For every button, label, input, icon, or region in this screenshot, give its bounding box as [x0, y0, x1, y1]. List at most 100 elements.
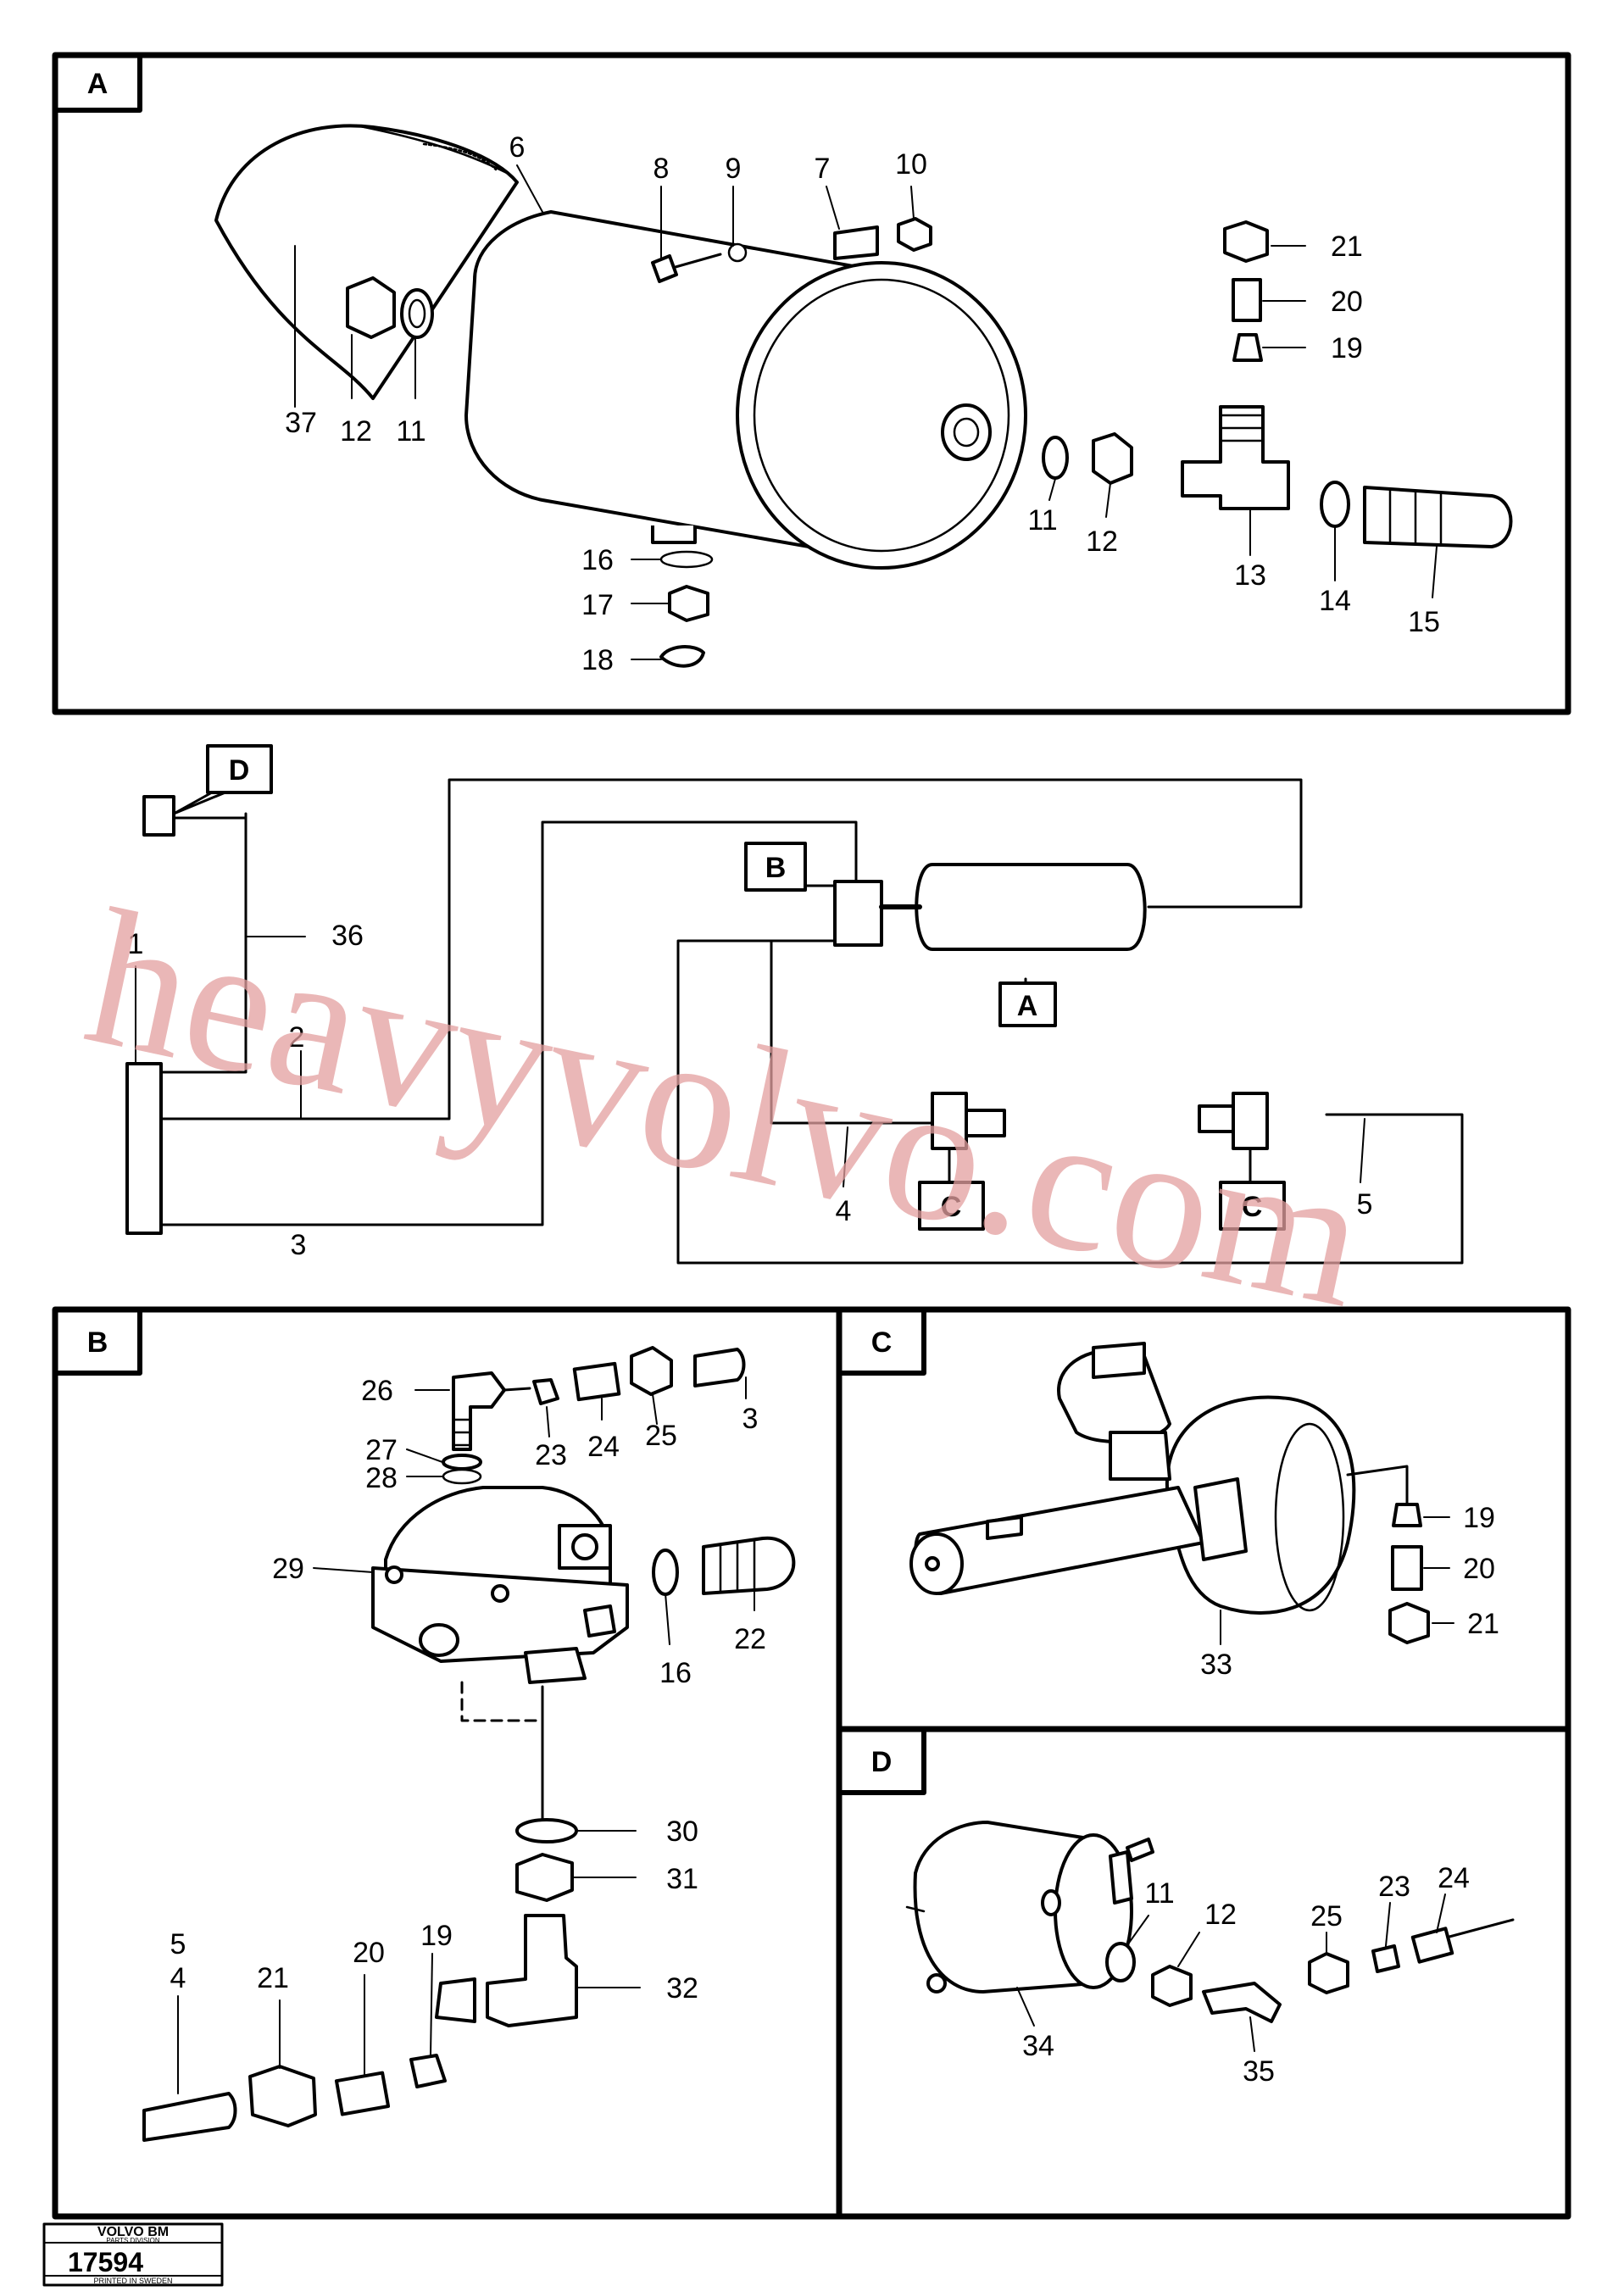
callout-26: 26 — [361, 1375, 393, 1407]
b-nut-25 — [630, 1346, 673, 1396]
schematic-tag-c2: C — [1242, 1191, 1263, 1223]
b-olive — [532, 1378, 559, 1405]
drain-washer — [659, 550, 714, 569]
callout-35: 35 — [1243, 2055, 1275, 2088]
right-fittings-row — [1042, 405, 1513, 548]
callout-11-right: 11 — [1027, 504, 1057, 537]
callout-21-b: 21 — [257, 1962, 289, 1994]
callout-1: 1 — [128, 928, 144, 960]
callout-9: 9 — [726, 153, 742, 185]
callout-2: 2 — [289, 1021, 305, 1054]
b-nut-21 — [248, 2065, 317, 2127]
callout-16-b: 16 — [659, 1657, 692, 1689]
bolt — [651, 253, 722, 283]
detail-a-callouts: 37 12 11 6 8 9 7 10 21 20 19 11 12 13 14… — [285, 131, 1440, 676]
nut — [897, 217, 932, 252]
left-nut-and-washer — [346, 276, 434, 339]
callout-22: 22 — [734, 1623, 766, 1655]
tank-guard-cover — [214, 124, 519, 400]
callout-7: 7 — [815, 153, 831, 185]
b-pipe-3 — [693, 1348, 746, 1387]
d-washer-11 — [1105, 1942, 1136, 1982]
schematic-callouts: 1 36 2 3 4 5 — [128, 920, 1373, 1261]
detail-b-panel: B — [52, 1306, 843, 2220]
drain-valve — [668, 585, 709, 622]
b-washer-30 — [515, 1818, 578, 1843]
volvo-bm-stamp: VOLVO BM PARTS DIVISION 17594 PRINTED IN… — [42, 2222, 224, 2287]
schematic-leaders — [135, 936, 1365, 1187]
schematic-tag-c1: C — [941, 1191, 962, 1223]
b-top-elbow — [452, 1371, 531, 1451]
detail-c-panel: C 19 20 33 21 — [836, 1306, 1571, 1732]
callout-3: 3 — [291, 1229, 307, 1261]
stamp-footer: PRINTED IN SWEDEN — [93, 2277, 172, 2285]
detail-b-leaders — [177, 1376, 755, 2094]
system-schematic: D B A C C — [125, 744, 1464, 1265]
schematic-cylinder-c1: C — [918, 1092, 1006, 1231]
callout-21-c: 21 — [1467, 1608, 1499, 1640]
schematic-tag-a: A — [1017, 990, 1038, 1022]
c-olive-19 — [1392, 1503, 1422, 1527]
callout-32: 32 — [666, 1972, 698, 2005]
callout-36: 36 — [331, 920, 364, 952]
detail-c-leaders — [1220, 1516, 1454, 1645]
callout-10: 10 — [895, 148, 927, 181]
callout-15: 15 — [1408, 606, 1440, 638]
callout-34: 34 — [1022, 2030, 1054, 2062]
schematic-valve-b: B — [744, 842, 883, 947]
detail-d-label: D — [871, 1746, 893, 1778]
callout-21: 21 — [1331, 231, 1363, 263]
callout-24: 24 — [587, 1431, 620, 1463]
detail-d-callouts: 11 12 25 23 24 34 35 — [1022, 1862, 1470, 2088]
b-pipe — [142, 2092, 237, 2142]
d-solenoid-valve — [905, 1821, 1154, 1994]
air-tank — [464, 210, 1027, 570]
d-pipe — [1448, 1918, 1515, 1938]
callout-11-d: 11 — [1144, 1877, 1174, 1910]
c-brake-master-cylinder — [909, 1342, 1356, 1615]
washer — [727, 242, 748, 263]
callout-33: 33 — [1200, 1649, 1232, 1681]
callout-31: 31 — [666, 1863, 698, 1895]
drain-ring — [659, 645, 705, 668]
callout-12-d: 12 — [1204, 1899, 1237, 1931]
callout-19-c: 19 — [1463, 1502, 1495, 1534]
b-nipple-22 — [702, 1536, 796, 1595]
callout-24-d: 24 — [1438, 1862, 1470, 1894]
callout-20-b: 20 — [353, 1937, 385, 1969]
callout-16: 16 — [581, 544, 614, 576]
callout-14: 14 — [1319, 585, 1351, 617]
callout-29: 29 — [272, 1553, 304, 1585]
callout-23-d: 23 — [1378, 1871, 1410, 1903]
callout-17: 17 — [581, 589, 614, 621]
callout-5-b: 5 — [170, 1928, 186, 1960]
callout-19: 19 — [1331, 332, 1363, 364]
c-pipe-route — [1346, 1465, 1409, 1506]
c-sleeve-20 — [1391, 1545, 1423, 1591]
b-elbow-32 — [486, 1914, 578, 2027]
detail-a-label: A — [87, 68, 108, 100]
callout-25-d: 25 — [1310, 1900, 1343, 1932]
detail-c-label: C — [871, 1326, 893, 1359]
b-ring-28 — [442, 1468, 482, 1485]
b-sleeve — [572, 1361, 621, 1402]
d-sleeve-24 — [1410, 1927, 1454, 1964]
schematic-tank: A — [879, 863, 1147, 1027]
detail-b-callouts: 26 27 28 23 24 25 3 29 16 22 30 31 32 5 … — [170, 1375, 766, 2005]
callout-12-right: 12 — [1086, 525, 1118, 558]
detail-d-leaders — [1016, 1893, 1446, 2052]
callout-3-b: 3 — [742, 1403, 759, 1435]
callout-8: 8 — [653, 153, 670, 185]
stamp-division: PARTS DIVISION — [106, 2237, 159, 2244]
callout-11: 11 — [396, 415, 425, 448]
schematic-cylinder-c2: C — [1198, 1092, 1286, 1231]
d-nut-25 — [1308, 1952, 1349, 1994]
detail-a-leaders — [294, 164, 1438, 660]
callout-20: 20 — [1331, 286, 1363, 318]
b-olive-19 — [409, 2054, 447, 2088]
detail-d-panel: D 11 12 25 — [836, 1726, 1571, 2220]
callout-5: 5 — [1357, 1188, 1373, 1221]
b-alt-fit-line — [460, 1681, 544, 1722]
callout-6: 6 — [509, 131, 526, 164]
stamp-number: 17594 — [68, 2247, 143, 2277]
